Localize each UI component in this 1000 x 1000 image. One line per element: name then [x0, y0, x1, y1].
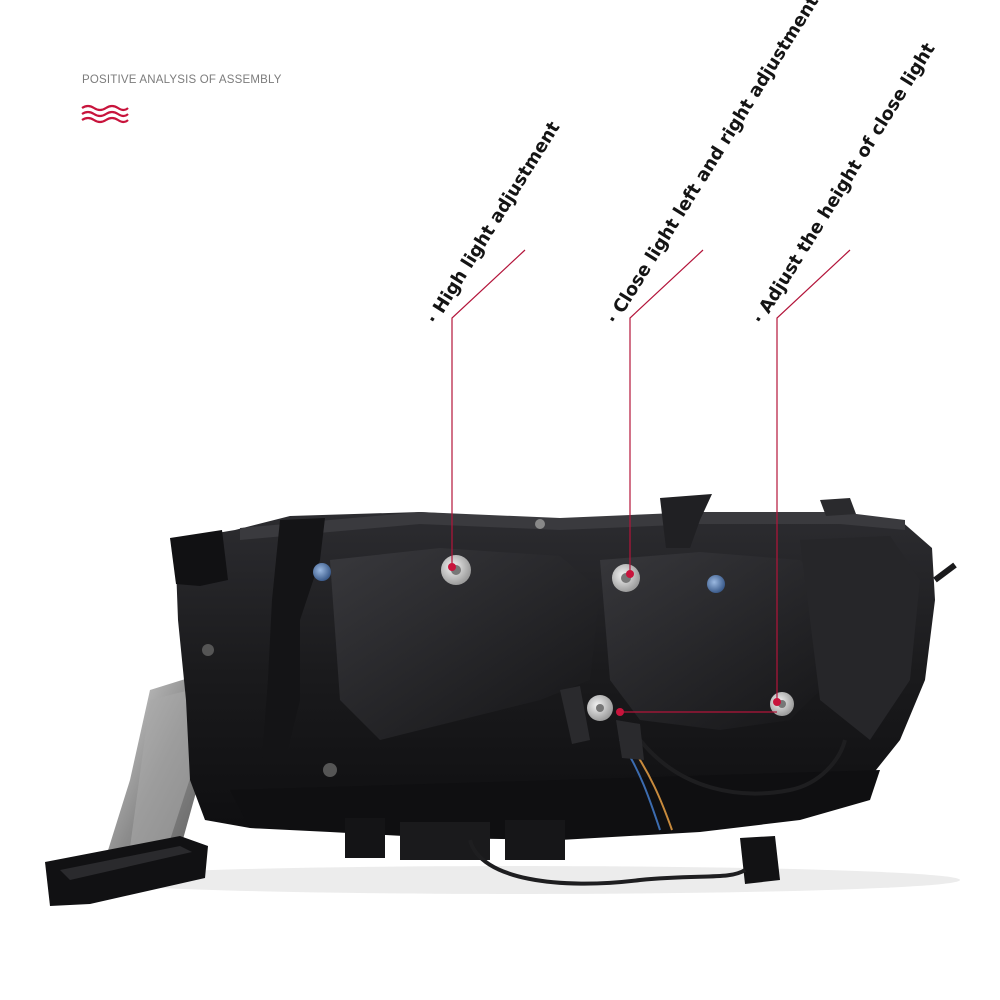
- wave-icon: [81, 104, 129, 124]
- section-title: POSITIVE ANALYSIS OF ASSEMBLY: [82, 74, 282, 86]
